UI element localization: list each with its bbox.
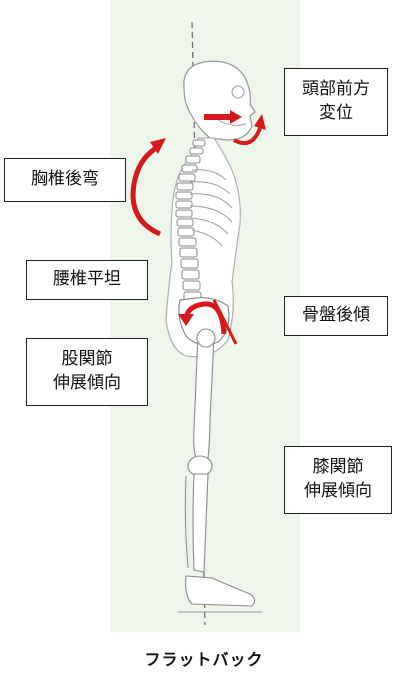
ribs [189,169,233,247]
chin-rotation-arrowhead [254,114,266,130]
label-knee-extension-line1: 膝関節 [312,457,364,478]
pelvic-tilt-line [212,299,238,345]
femur [193,333,215,459]
knee [187,455,213,477]
thoracic-curve-arrow [130,145,162,237]
label-thoracic-kyphosis: 胸椎後弯 [4,158,126,202]
femoral-head [196,328,216,348]
pelvic-rotation-arrowhead [178,314,194,326]
label-knee-extension-line2: 伸展傾向 [304,481,372,501]
fibula [184,475,189,569]
eye-socket [231,85,245,99]
skeleton-figure [130,21,266,626]
chin-rotation-arrow [233,127,262,145]
label-hip-extension-line1: 股関節 [61,349,113,370]
label-pelvic-tilt-text: 骨盤後傾 [302,305,370,326]
foot [185,575,256,607]
head-forward-arrow [204,110,242,124]
spine [175,139,206,302]
label-pelvic-tilt: 骨盤後傾 [284,296,388,336]
label-head-forward-line1: 頭部前方 [302,79,370,100]
label-knee-extension: 膝関節 伸展傾向 [284,446,392,514]
label-lumbar-flat: 腰椎平坦 [26,260,148,300]
jaw [217,119,247,126]
label-head-forward: 頭部前方 変位 [284,68,388,136]
label-hip-extension-line2: 伸展傾向 [53,373,121,393]
pelvic-rotation-arrow [183,301,227,335]
skull [183,60,256,141]
tibia [192,473,209,573]
label-thoracic-kyphosis-text: 胸椎後弯 [31,169,99,190]
label-hip-extension: 股関節 伸展傾向 [26,338,148,406]
thoracic-curve-arrowhead [150,138,166,154]
figure-caption: フラットバック [144,650,264,669]
label-head-forward-line2: 変位 [319,103,353,123]
label-lumbar-flat-text: 腰椎平坦 [53,269,121,290]
